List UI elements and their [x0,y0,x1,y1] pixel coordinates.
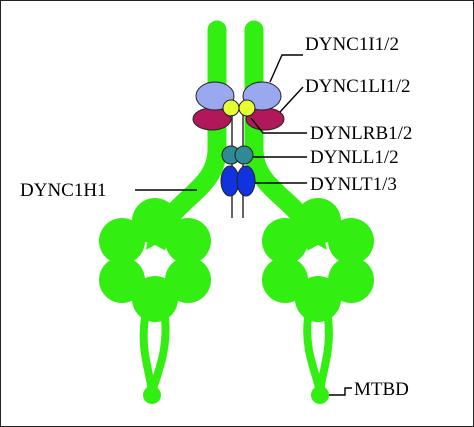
stalk-right-b [316,317,333,393]
stalk-left-b [148,317,170,394]
label-dynlt: DYNLT1/3 [310,174,397,195]
label-dync1i: DYNC1I1/2 [305,34,399,55]
motor-ring-right [262,198,374,322]
leader-dync1i [269,54,303,83]
label-dync1h1: DYNC1H1 [20,180,107,201]
dynlt-left [220,165,240,197]
heavy-chain-left [99,20,227,404]
dynll-right [234,145,254,165]
leader-dync1li [279,86,304,113]
leader-mtbd [329,387,352,396]
dynlrb-right [238,99,256,117]
mtbd-right [311,386,329,404]
label-dync1li: DYNC1LI1/2 [305,76,411,97]
label-mtbd: MTBD [354,379,409,400]
motor-ring-left-center [142,245,168,274]
motor-ring-left [99,198,211,322]
dynlrb-left [222,99,240,117]
dynlt-right [236,165,256,197]
label-dynlrb: DYNLRB1/2 [310,123,412,144]
motor-ring-right-center [305,245,331,274]
stalk-left-a [139,317,156,393]
leader-dynlrb [250,117,307,134]
mtbd-left [143,386,161,404]
label-dynll: DYNLL1/2 [310,147,399,168]
